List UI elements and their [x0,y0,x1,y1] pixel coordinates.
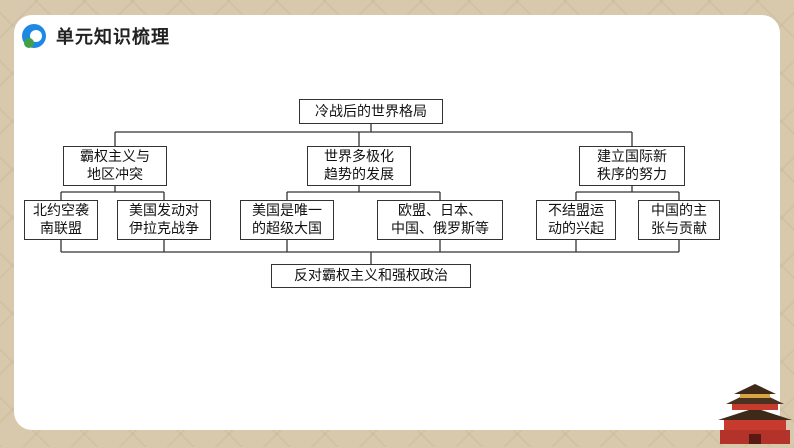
page-title: 单元知识梳理 [56,27,170,48]
root-node: 冷战后的世界格局 [299,99,443,124]
palace-gate-icon [718,384,792,448]
branch-node-new-order: 建立国际新 秩序的努力 [579,146,685,186]
leaf-node-nato-yugoslavia: 北约空袭 南联盟 [24,200,98,240]
leaf-node-china-contribution: 中国的主 张与贡献 [638,200,720,240]
chat-bubble-icon [20,22,48,50]
leaf-node-other-powers: 欧盟、日本、 中国、俄罗斯等 [377,200,503,240]
leaf-node-iraq-war: 美国发动对 伊拉克战争 [117,200,211,240]
leaf-node-non-aligned: 不结盟运 动的兴起 [536,200,616,240]
branch-node-multipolar: 世界多极化 趋势的发展 [307,146,411,186]
leaf-node-superpower: 美国是唯一 的超级大国 [240,200,334,240]
conclusion-node: 反对霸权主义和强权政治 [271,264,471,288]
header: 单元知识梳理 [20,22,170,50]
branch-node-hegemony: 霸权主义与 地区冲突 [63,146,167,186]
